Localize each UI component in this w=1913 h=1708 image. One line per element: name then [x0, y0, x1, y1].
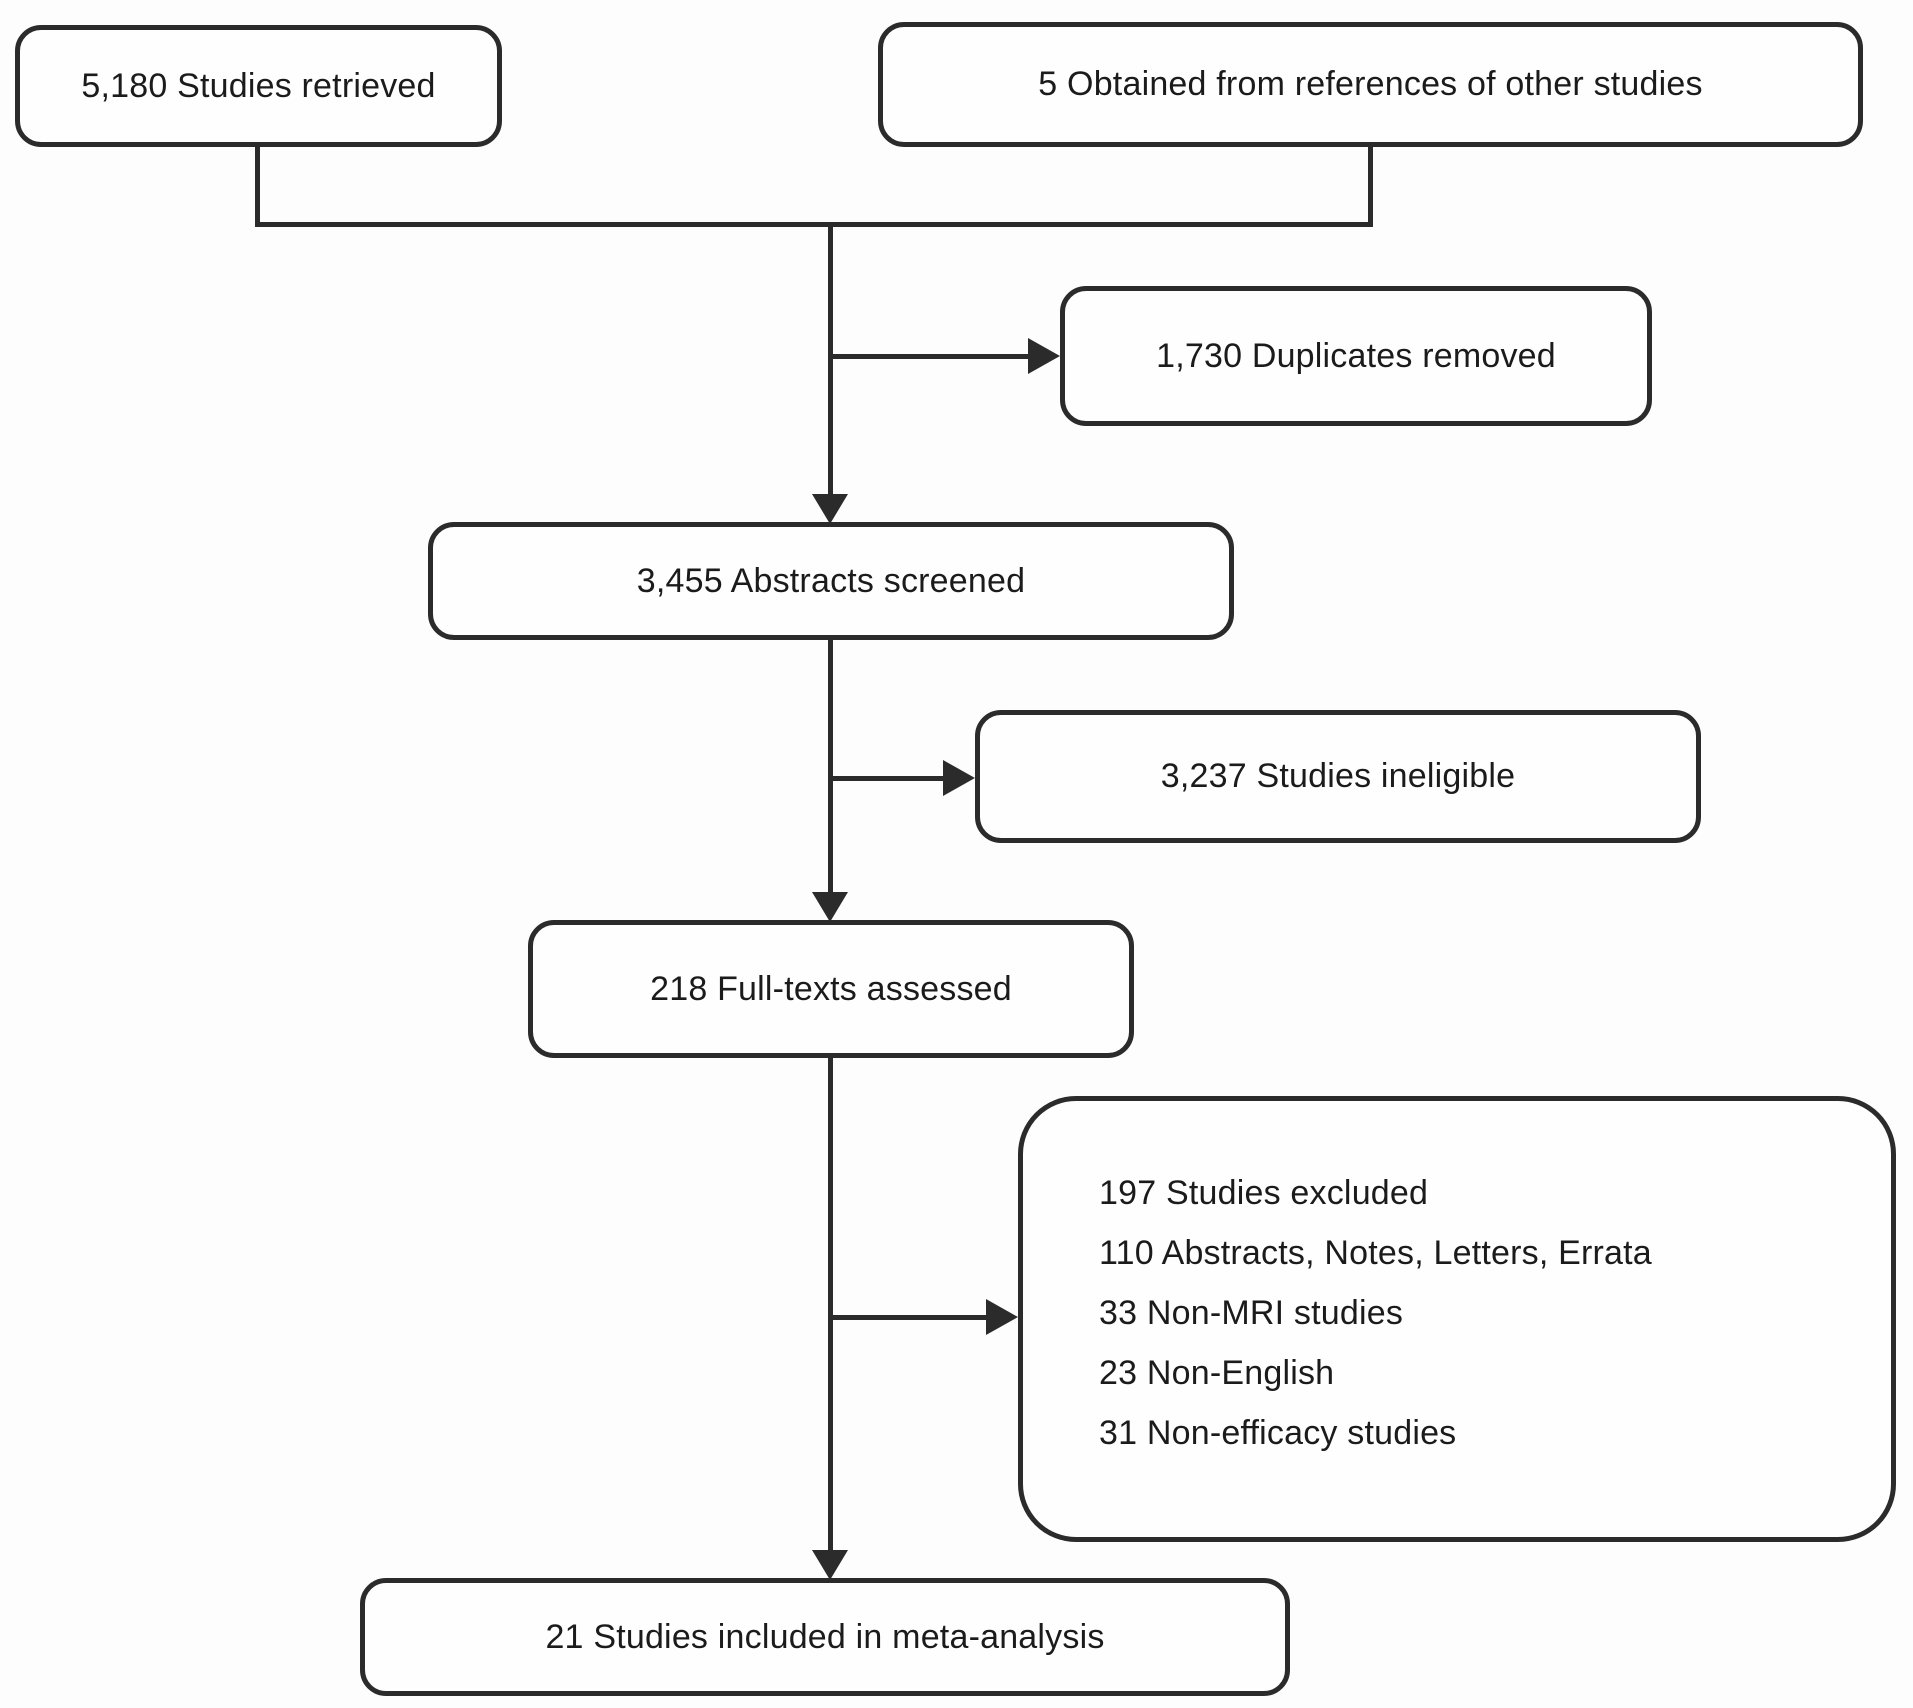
box-duplicates-removed-label: 1,730 Duplicates removed [1156, 336, 1556, 375]
connector-branch-duplicates [830, 354, 1030, 359]
arrowhead-down-to-abstracts [812, 494, 848, 524]
box-abstracts-screened-label: 3,455 Abstracts screened [636, 561, 1026, 600]
connector-spine-segment-1 [828, 222, 833, 498]
connector-references-stub [1368, 147, 1373, 227]
box-included-meta-analysis-label: 21 Studies included in meta-analysis [545, 1617, 1105, 1656]
box-references-obtained: 5 Obtained from references of other stud… [878, 22, 1863, 147]
connector-spine-segment-2 [828, 638, 833, 896]
arrowhead-down-to-fulltexts [812, 892, 848, 922]
box-included-meta-analysis: 21 Studies included in meta-analysis [360, 1578, 1290, 1696]
box-studies-ineligible: 3,237 Studies ineligible [975, 710, 1701, 843]
connector-junction-horizontal [255, 222, 1373, 227]
excluded-item-non-efficacy: 31 Non-efficacy studies [1099, 1414, 1457, 1452]
box-studies-retrieved: 5,180 Studies retrieved [15, 25, 502, 147]
excluded-reasons-list: 197 Studies excluded 110 Abstracts, Note… [1099, 1163, 1652, 1463]
connector-retrieved-stub [255, 147, 260, 227]
box-duplicates-removed: 1,730 Duplicates removed [1060, 286, 1652, 426]
box-studies-excluded: 197 Studies excluded 110 Abstracts, Note… [1018, 1096, 1896, 1542]
arrowhead-right-to-duplicates [1028, 338, 1060, 374]
arrowhead-down-to-included [812, 1550, 848, 1580]
box-references-obtained-label: 5 Obtained from references of other stud… [1038, 65, 1703, 103]
arrowhead-right-to-excluded [986, 1299, 1018, 1335]
excluded-item-non-english: 23 Non-English [1099, 1354, 1335, 1392]
connector-branch-excluded [830, 1315, 988, 1320]
box-fulltexts-assessed-label: 218 Full-texts assessed [650, 969, 1012, 1008]
box-abstracts-screened: 3,455 Abstracts screened [428, 522, 1234, 640]
connector-branch-ineligible [830, 776, 945, 781]
box-fulltexts-assessed: 218 Full-texts assessed [528, 920, 1134, 1058]
box-studies-ineligible-label: 3,237 Studies ineligible [1160, 757, 1516, 795]
excluded-item-abstracts-notes: 110 Abstracts, Notes, Letters, Errata [1099, 1234, 1652, 1272]
arrowhead-right-to-ineligible [943, 760, 975, 796]
connector-spine-segment-3 [828, 1056, 833, 1552]
box-studies-retrieved-label: 5,180 Studies retrieved [81, 66, 436, 105]
excluded-item-non-mri: 33 Non-MRI studies [1099, 1294, 1404, 1332]
excluded-item-total: 197 Studies excluded [1099, 1174, 1429, 1212]
